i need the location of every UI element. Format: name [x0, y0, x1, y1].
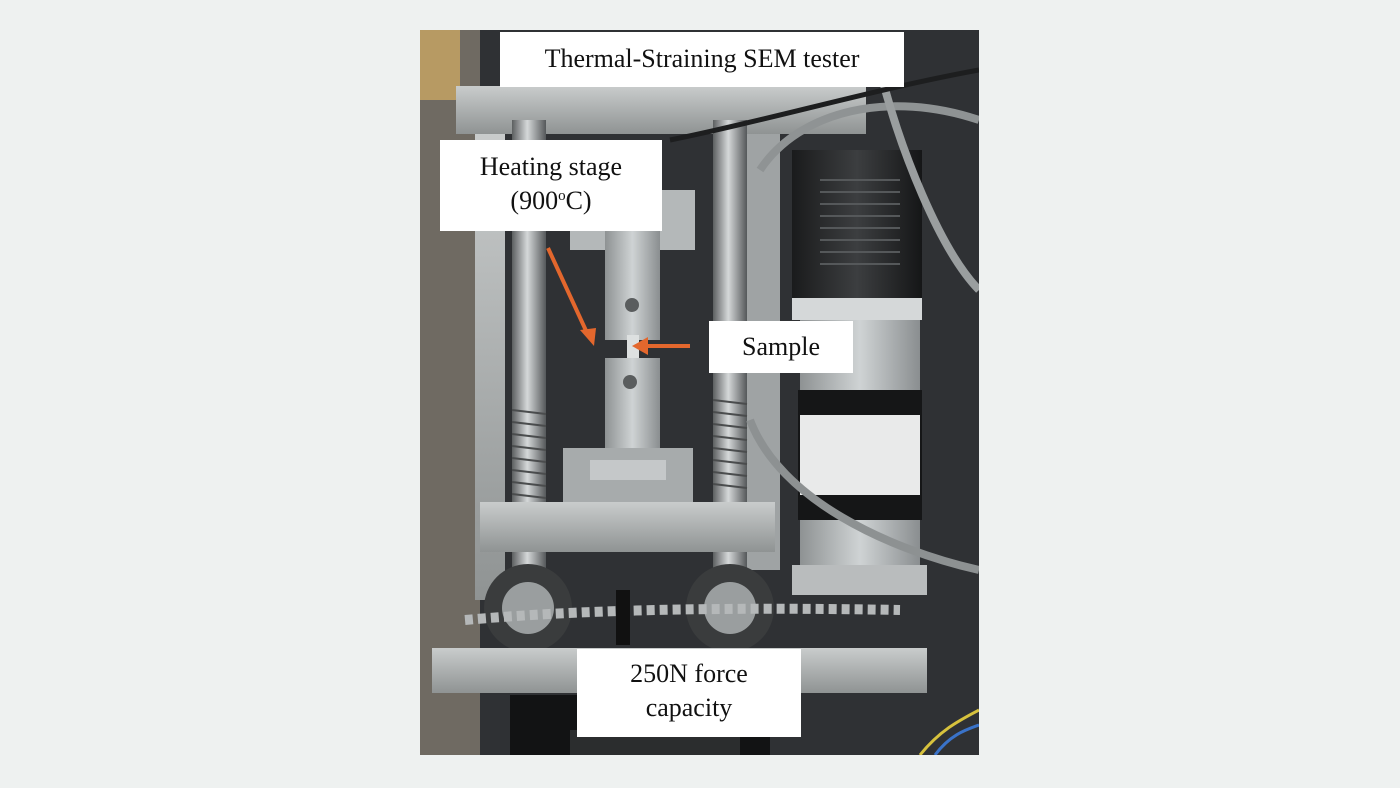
- sample-text: Sample: [742, 332, 820, 361]
- lower-grip-slot: [590, 460, 666, 480]
- floor-left: [420, 30, 480, 755]
- sprocket-left-hub: [502, 582, 554, 634]
- cable-black: [669, 67, 979, 143]
- upper-grip: [605, 230, 660, 340]
- wood-corner: [420, 30, 460, 100]
- force-line1: 250N force: [630, 659, 748, 688]
- tester-photo: [420, 30, 979, 755]
- wire-blue: [933, 723, 979, 755]
- motor-mount: [792, 565, 927, 595]
- wire-yellow: [918, 708, 979, 755]
- cable-gray-3: [746, 418, 979, 574]
- motor-flange: [792, 298, 922, 320]
- heating-suffix: C): [565, 185, 592, 215]
- heating-superscript: o: [558, 187, 566, 204]
- lower-grip: [605, 358, 660, 453]
- cable-gray-2: [876, 69, 979, 293]
- crosshead-plate: [480, 502, 775, 552]
- gearbox-sticker: [800, 415, 920, 495]
- drive-chain: [464, 603, 901, 625]
- force-line2: capacity: [645, 692, 733, 722]
- arrow-sample-head: [632, 337, 648, 355]
- heating-prefix: (900: [510, 185, 559, 215]
- sample-specimen: [627, 335, 639, 360]
- cable-gray-1: [756, 102, 979, 173]
- chain-tensioner: [616, 590, 630, 645]
- stepper-motor: [792, 150, 922, 300]
- tester-illustration: [420, 30, 979, 755]
- upper-grip-screw: [625, 298, 639, 312]
- lower-grip-screw: [623, 375, 637, 389]
- motor-fins: [820, 179, 900, 265]
- title-text: Thermal-Straining SEM tester: [544, 44, 860, 73]
- force-capacity-label: 250N force capacity: [577, 649, 801, 737]
- screw-threads: [511, 399, 748, 499]
- arrow-heating-head: [580, 328, 596, 346]
- sample-label: Sample: [709, 321, 853, 373]
- heating-stage-line1: Heating stage: [479, 152, 623, 181]
- heating-stage-line2: (900oC): [440, 184, 662, 218]
- arrow-heating-line: [546, 247, 590, 336]
- title-label: Thermal-Straining SEM tester: [500, 32, 904, 87]
- heating-stage-label: Heating stage (900oC): [440, 140, 662, 231]
